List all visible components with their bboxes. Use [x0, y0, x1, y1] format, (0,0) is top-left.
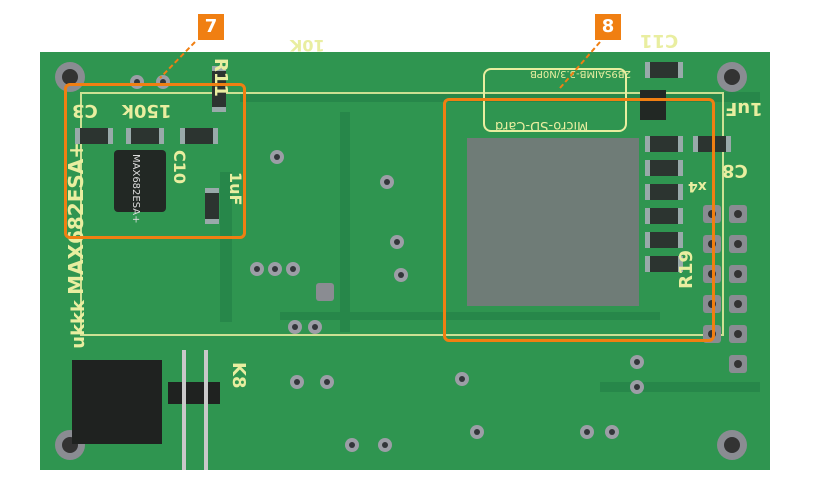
header-pin-metal: [204, 350, 208, 470]
header-pin: [729, 235, 747, 253]
via: [630, 380, 644, 394]
callout-badge-7: 7: [198, 14, 224, 40]
via: [630, 355, 644, 369]
via: [605, 425, 619, 439]
callout-badge-8: 8: [595, 14, 621, 40]
via: [286, 262, 300, 276]
header-pin: [729, 265, 747, 283]
mount-hole: [55, 62, 85, 92]
via: [345, 438, 359, 452]
smd-resistor: [645, 160, 683, 176]
silk-c10: C10: [170, 150, 189, 185]
via: [380, 175, 394, 189]
ic-max682: MAX682ESA+: [114, 150, 166, 223]
smd-resistor: [645, 208, 683, 224]
silk-r11: R11: [210, 58, 231, 97]
via: [378, 438, 392, 452]
header-pin: [729, 295, 747, 313]
smd-capacitor-c3: [75, 128, 113, 144]
outline-silk: [80, 92, 724, 336]
via: [270, 150, 284, 164]
via: [268, 262, 282, 276]
smd-resistor-150k: [126, 128, 164, 144]
via: [455, 372, 469, 386]
header-pin: [729, 355, 747, 373]
header-pin-metal: [182, 350, 186, 470]
via: [470, 425, 484, 439]
mount-hole: [717, 62, 747, 92]
via: [290, 375, 304, 389]
connector-block: [72, 360, 162, 444]
via: [250, 262, 264, 276]
via: [308, 320, 322, 334]
arrow-7: [159, 41, 196, 79]
smd-capacitor-c11: [645, 62, 683, 78]
via: [390, 235, 404, 249]
sot-transistor: [640, 90, 666, 120]
smd-resistor-r11: [212, 66, 226, 112]
chip-marking: MAX682ESA+: [130, 154, 141, 224]
arrow-8: [559, 41, 601, 89]
callout-box-7: [64, 83, 246, 239]
mount-hole: [717, 430, 747, 460]
callout-box-8: [443, 98, 715, 342]
smd-resistor-r19: [645, 256, 683, 272]
smd-resistor: [645, 136, 683, 152]
header-pin: [729, 205, 747, 223]
smd-component: [180, 128, 218, 144]
via: [580, 425, 594, 439]
via: [394, 268, 408, 282]
smd-capacitor-c10: [205, 188, 219, 224]
header-pin: [729, 325, 747, 343]
via: [288, 320, 302, 334]
smd-resistor: [645, 184, 683, 200]
test-pad: [316, 283, 334, 301]
micro-sd-card-slot: [467, 138, 639, 306]
smd-resistor: [645, 232, 683, 248]
via: [320, 375, 334, 389]
silk-k8: K8: [228, 362, 249, 389]
silk-1uf: 1uF: [226, 172, 245, 206]
